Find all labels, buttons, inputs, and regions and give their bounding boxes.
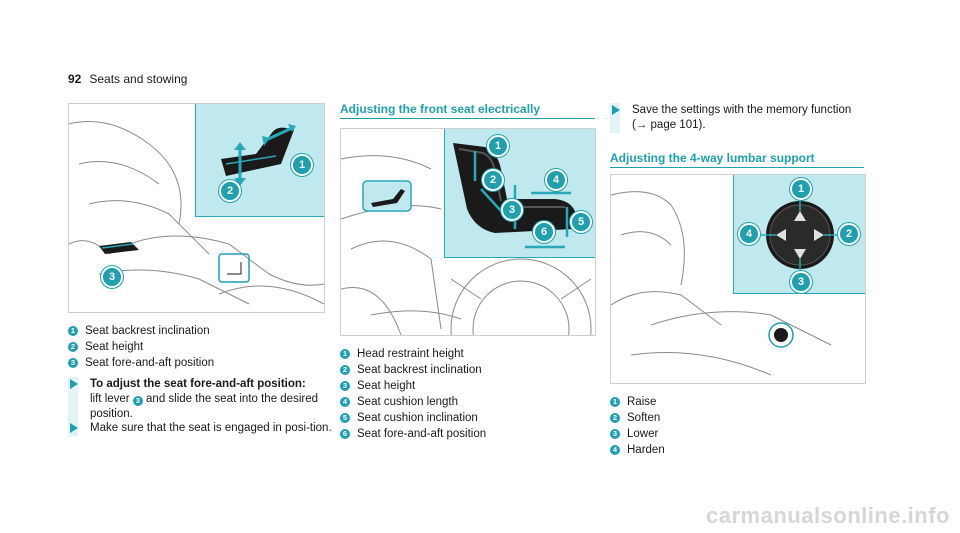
section-title: Seats and stowing xyxy=(89,72,188,86)
section-heading-electric: Adjusting the front seat electrically xyxy=(340,102,541,116)
heading-rule xyxy=(340,118,595,119)
legend-text: Seat backrest inclination xyxy=(85,325,210,337)
legend-number: 1 xyxy=(68,326,78,336)
section-heading-lumbar: Adjusting the 4-way lumbar support xyxy=(610,151,815,165)
page-reference-link[interactable]: (→ page 101). xyxy=(632,119,706,131)
figure-badge-3: 3 xyxy=(501,199,523,221)
legend-number: 2 xyxy=(68,342,78,352)
backrest-icon xyxy=(221,124,296,186)
legend-item: 3 Seat height xyxy=(340,378,486,394)
legend-text: Raise xyxy=(627,396,657,408)
lumbar-switch-icon xyxy=(754,195,844,275)
page-number: 92 xyxy=(68,72,82,86)
step-text-pre: lift lever xyxy=(90,393,133,405)
legend-number: 4 xyxy=(610,445,620,455)
legend-number: 5 xyxy=(340,413,350,423)
heading-rule xyxy=(610,167,864,168)
step-adjust-fore-aft: To adjust the seat fore-and-aft position… xyxy=(68,377,345,422)
figure-badge-4: 4 xyxy=(738,223,760,245)
figure-badge-4: 4 xyxy=(545,169,567,191)
step-heading: To adjust the seat fore-and-aft position… xyxy=(90,378,306,390)
legend-number: 3 xyxy=(610,429,620,439)
figure-badge-5: 5 xyxy=(570,211,592,233)
figure-badge-6: 6 xyxy=(533,221,555,243)
figure-badge-3: 3 xyxy=(790,271,812,293)
figure-badge-3: 3 xyxy=(101,266,123,288)
legend-item: 4 Seat cushion length xyxy=(340,394,486,410)
legend-text: Soften xyxy=(627,412,661,424)
legend-item: 2 Seat height xyxy=(68,339,214,355)
legend-item: 1 Head restraint height xyxy=(340,346,486,362)
figure-lumbar-support: 1 2 3 4 xyxy=(610,174,866,384)
legend-number: 4 xyxy=(340,397,350,407)
step-text: Make sure that the seat is engaged in po… xyxy=(90,422,332,434)
legend-text: Seat fore-and-aft position xyxy=(357,428,487,440)
legend-item: 2 Seat backrest inclination xyxy=(340,362,486,378)
legend-text: Seat fore-and-aft position xyxy=(85,357,215,369)
figure-seat-manual: 1 2 3 xyxy=(68,103,325,313)
step-text: Save the settings with the memory functi… xyxy=(632,104,852,116)
legend-text: Seat height xyxy=(85,341,144,353)
legend-item: 6 Seat fore-and-aft position xyxy=(340,426,486,442)
step-engaged: Make sure that the seat is engaged in po… xyxy=(68,421,345,436)
legend-text: Lower xyxy=(627,428,659,440)
step-bar xyxy=(610,103,620,133)
legend-item: 1 Seat backrest inclination xyxy=(68,323,214,339)
legend-text: Head restraint height xyxy=(357,348,464,360)
legend-col2: 1 Head restraint height 2 Seat backrest in… xyxy=(340,346,486,442)
legend-text: Seat backrest inclination xyxy=(357,364,482,376)
legend-col3: 1 Raise 2 Soften 3 Lower 4 Harden xyxy=(610,394,665,458)
legend-text: Seat cushion inclination xyxy=(357,412,478,424)
legend-number: 3 xyxy=(68,358,78,368)
legend-number: 2 xyxy=(340,365,350,375)
figure-badge-1: 1 xyxy=(291,154,313,176)
page-header: 92 Seats and stowing xyxy=(68,72,187,86)
step-text-post: and slide the seat into the desired posi… xyxy=(90,393,319,420)
figure-badge-1: 1 xyxy=(790,178,812,200)
figure-badge-2: 2 xyxy=(219,180,241,202)
legend-number: 1 xyxy=(610,397,620,407)
step-bar xyxy=(68,377,78,422)
step-ref-number: 3 xyxy=(132,396,143,406)
legend-number: 1 xyxy=(340,349,350,359)
legend-number: 6 xyxy=(340,429,350,439)
legend-item: 3 Lower xyxy=(610,426,665,442)
step-arrow-icon xyxy=(70,423,78,433)
figure-badge-2: 2 xyxy=(482,169,504,191)
figure-seat-electric: 1 2 3 4 5 6 xyxy=(340,128,596,336)
legend-text: Seat height xyxy=(357,380,416,392)
door-line-art xyxy=(341,155,592,335)
legend-number: 3 xyxy=(340,381,350,391)
step-arrow-icon xyxy=(612,105,620,115)
figure-badge-2: 2 xyxy=(838,223,860,245)
legend-item: 1 Raise xyxy=(610,394,665,410)
legend-item: 3 Seat fore-and-aft position xyxy=(68,355,214,371)
inset-seat-controls xyxy=(444,129,595,258)
figure-badge-1: 1 xyxy=(487,135,509,157)
step-arrow-icon xyxy=(70,379,78,389)
legend-item: 4 Harden xyxy=(610,442,665,458)
legend-item: 5 Seat cushion inclination xyxy=(340,410,486,426)
legend-text: Seat cushion length xyxy=(357,396,459,408)
seat-control-panel-icon xyxy=(453,143,577,249)
legend-number: 2 xyxy=(610,413,620,423)
legend-item: 2 Soften xyxy=(610,410,665,426)
seat-side-line-art xyxy=(611,191,832,376)
watermark: carmanualsonline.info xyxy=(706,503,950,528)
legend-text: Harden xyxy=(627,444,665,456)
step-save-memory: Save the settings with the memory functi… xyxy=(610,103,887,133)
